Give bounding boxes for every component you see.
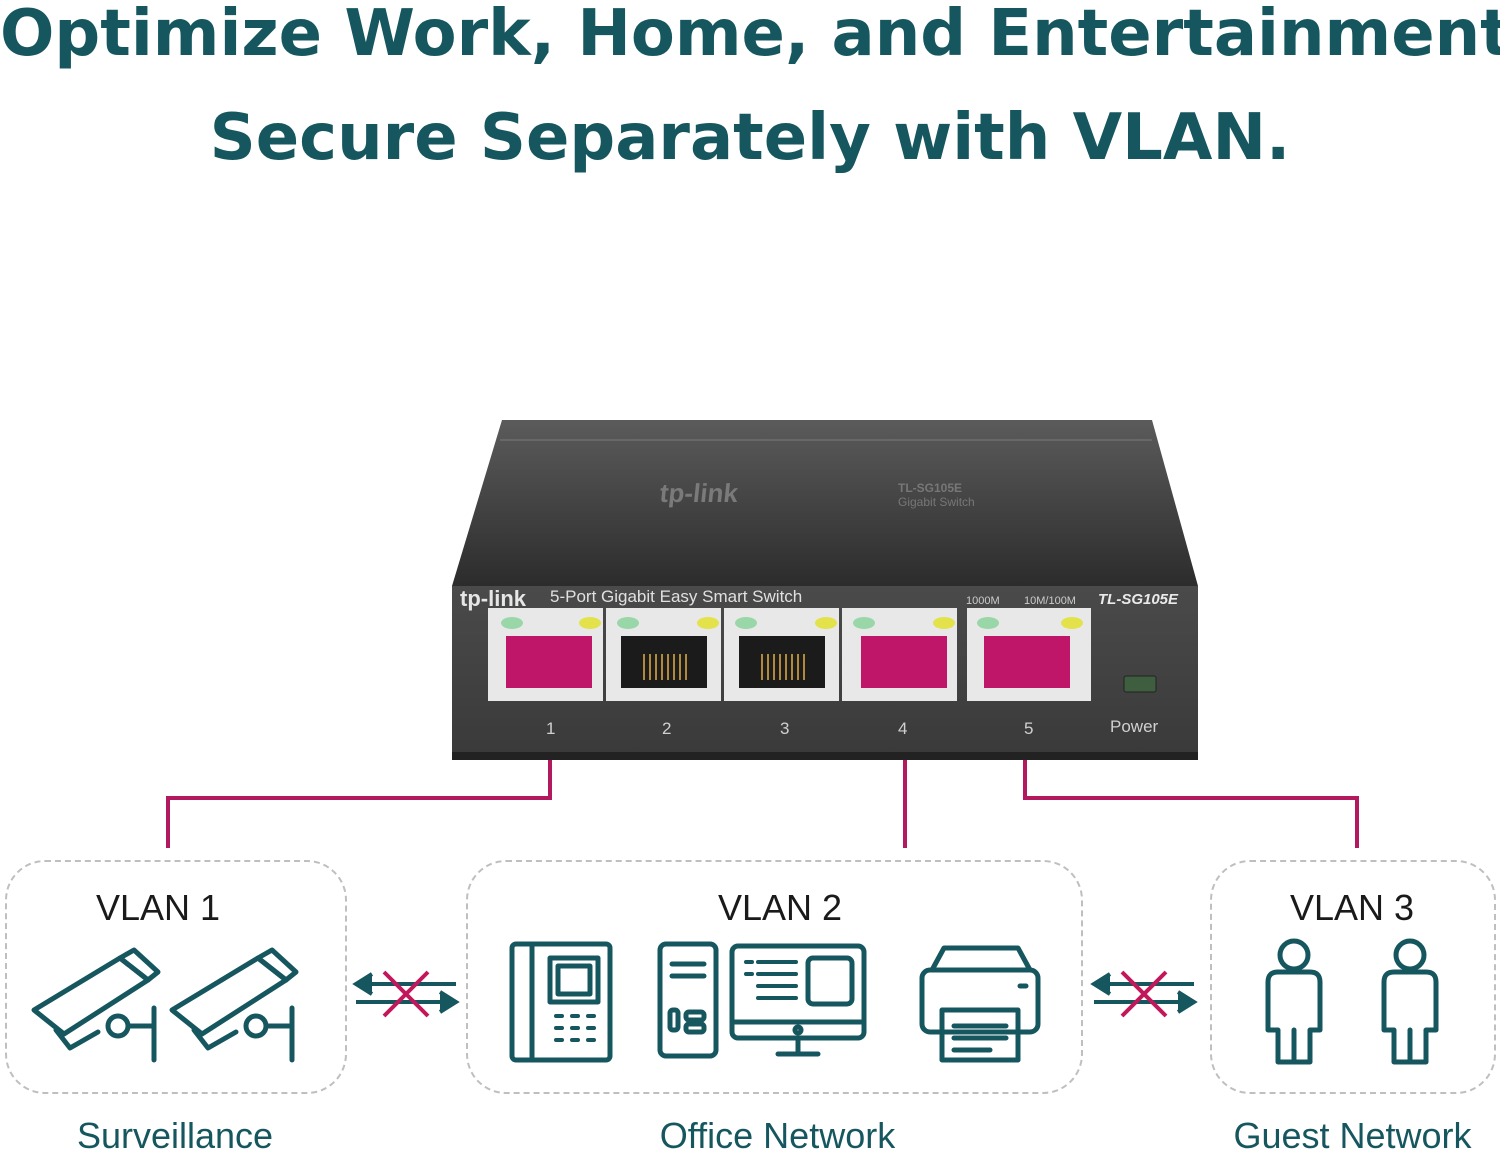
port-leds [501,617,1083,629]
vlan-2-group [466,860,1083,1094]
headline-line-1: Optimize Work, Home, and Entertainment: [0,0,1500,71]
vlan-1-label: Surveillance [76,1115,274,1156]
printer-icon [919,945,1041,1063]
port-number-4: 4 [898,719,908,738]
port-4-highlight [861,636,947,688]
blocked-traffic-icon [1090,970,1198,1018]
desktop-computer-icon [657,941,867,1059]
cctv-camera-icon [169,947,299,1063]
switch-top [452,420,1198,586]
vlan-2-title: VLAN 2 [717,887,843,928]
front-model-text: 5-Port Gigabit Easy Smart Switch [550,587,803,606]
person-icon [1265,938,1323,1065]
led-legend-10-100m: 10M/100M [1024,595,1076,607]
headline-line-2: Secure Separately with VLAN. [209,101,1291,175]
port-3-socket [739,636,825,688]
port-number-5: 5 [1024,719,1034,738]
port-1-highlight [506,636,592,688]
blocked-traffic-icon [352,970,460,1018]
led-legend-1000m: 1000M [966,595,1000,607]
port-2-socket [621,636,707,688]
vlan-1-group [5,860,347,1094]
vlan-3-label: Guest Network [1233,1115,1472,1156]
power-led [1123,675,1157,693]
vlan-3-title: VLAN 3 [1289,887,1415,928]
port-number-2: 2 [662,719,672,738]
vlan-2-label: Office Network [659,1115,896,1156]
front-brand-logo: tp-link [460,586,526,611]
port-number-1: 1 [546,719,556,738]
top-model-text: TL-SG105E [898,481,963,495]
vlan-3-group [1210,860,1496,1094]
power-label: Power [1110,717,1159,736]
vlan-1-title: VLAN 1 [95,887,221,928]
cctv-camera-icon [31,947,161,1063]
desk-phone-icon [509,941,613,1063]
network-switch: tp-link TL-SG105E Gigabit Switch tp-link… [440,418,1208,763]
port-5-highlight [984,636,1070,688]
top-subtitle-text: Gigabit Switch [898,495,975,509]
person-icon [1381,938,1439,1065]
model-id: TL-SG105E [1098,591,1179,608]
port-number-3: 3 [780,719,790,738]
